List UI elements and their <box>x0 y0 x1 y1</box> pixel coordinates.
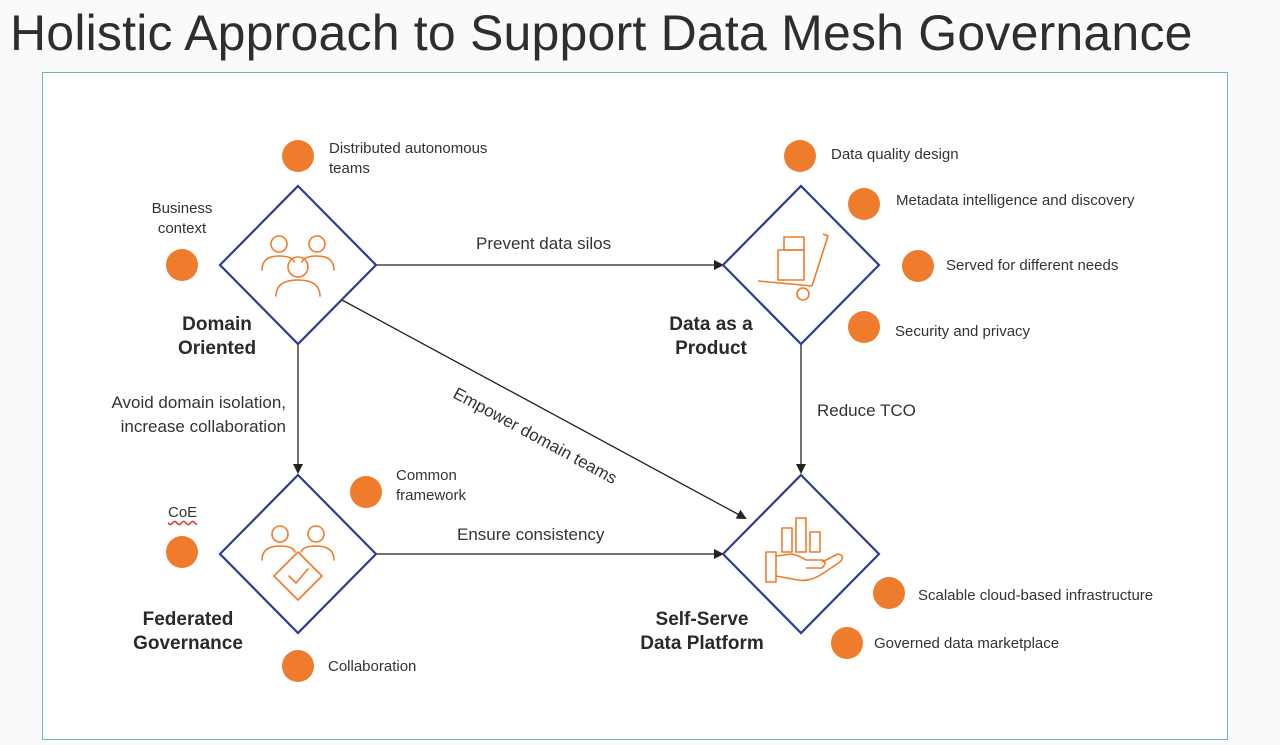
bullet-quality <box>784 140 816 172</box>
feature-business-context: Business context <box>151 200 213 237</box>
feature-scalable: Scalable cloud-based infrastructure <box>918 587 1154 604</box>
bullet-distributed <box>282 140 314 172</box>
hand-truck-icon <box>757 233 829 301</box>
edge-label-consistency: Ensure consistency <box>457 525 605 544</box>
diamond-data-as-product <box>721 184 881 346</box>
feature-common-framework: Common framework <box>396 467 467 504</box>
bullet-common <box>350 476 382 508</box>
feature-collaboration: Collaboration <box>328 658 417 675</box>
feature-marketplace: Governed data marketplace <box>874 635 1060 652</box>
bullet-coe <box>166 536 198 568</box>
diagram-frame <box>42 72 1228 740</box>
diamond-federated-governance <box>218 473 378 635</box>
diamond-self-serve-platform <box>721 473 881 635</box>
node-title-federated-governance: Federated Governance <box>133 609 243 654</box>
bullet-scalable <box>873 577 905 609</box>
edge-label-tco: Reduce TCO <box>817 401 916 420</box>
edge-label-silos: Prevent data silos <box>476 234 612 253</box>
people-checkmark-icon <box>261 525 335 601</box>
people-group-icon <box>261 235 335 297</box>
feature-security: Security and privacy <box>895 323 1031 340</box>
node-title-domain-oriented: Domain Oriented <box>177 314 257 359</box>
feature-distributed-teams: Distributed autonomous teams <box>329 140 488 177</box>
bullet-collaboration <box>282 650 314 682</box>
feature-served: Served for different needs <box>946 257 1119 274</box>
bullet-marketplace <box>831 627 863 659</box>
edge-label-isolation: Avoid domain isolation, increase collabo… <box>111 393 286 436</box>
diamond-domain-oriented <box>218 184 378 346</box>
hand-bar-chart-icon <box>765 517 844 583</box>
node-title-self-serve-platform: Self-Serve Data Platform <box>640 609 764 654</box>
feature-data-quality: Data quality design <box>831 146 959 163</box>
feature-metadata: Metadata intelligence and discovery <box>896 192 1135 209</box>
bullet-security <box>848 311 880 343</box>
bullet-business <box>166 249 198 281</box>
page-title: Holistic Approach to Support Data Mesh G… <box>10 5 1193 61</box>
bullet-metadata <box>848 188 880 220</box>
edge-empower-arrow <box>341 299 747 519</box>
bullet-served <box>902 250 934 282</box>
node-title-data-as-product: Data as a Product <box>669 314 753 359</box>
feature-coe: CoE <box>168 504 198 521</box>
